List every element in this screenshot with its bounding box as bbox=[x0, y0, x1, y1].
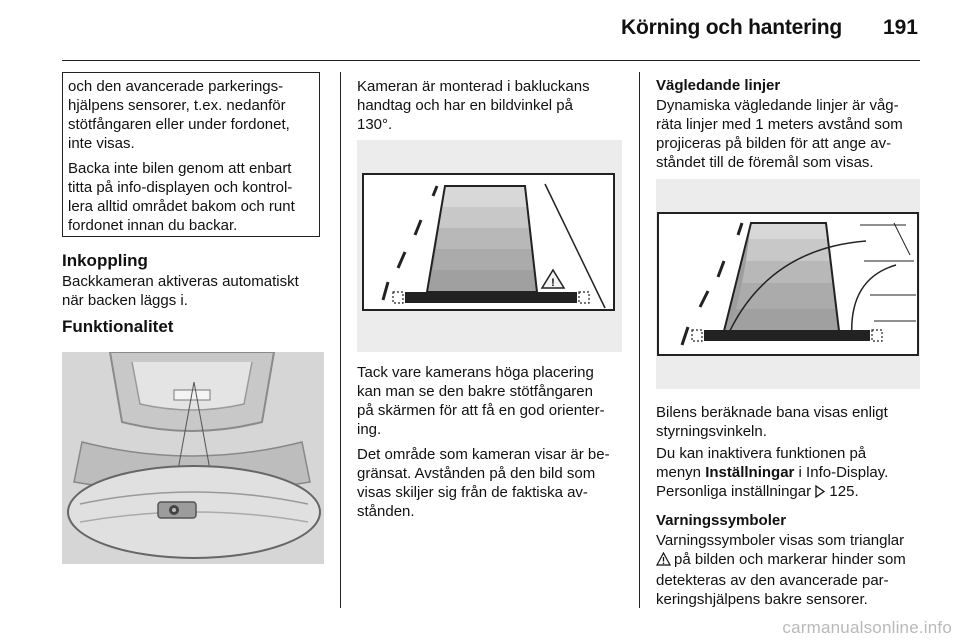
vagledande-text: Dynamiska vägledande linjer är våg- räta… bbox=[656, 97, 903, 171]
camera-mount-text: Kameran är monterad i bakluckans handtag… bbox=[357, 78, 590, 133]
camera-limit-text: Det område som kameran visar är be- grän… bbox=[357, 446, 610, 520]
varning-line-3: detekteras av den avancerade par- kering… bbox=[656, 572, 889, 608]
heading-funktionalitet: Funktionalitet bbox=[62, 317, 174, 336]
warning-triangle-icon bbox=[655, 551, 672, 571]
column-divider-1 bbox=[340, 72, 341, 608]
camera-view-illustration: ! bbox=[357, 140, 622, 352]
heading-inkoppling: Inkoppling bbox=[62, 251, 148, 270]
deactivate-line-3: Personliga inställningar 125. bbox=[656, 482, 936, 503]
chapter-title: Körning och hantering bbox=[621, 16, 842, 39]
deactivate-line-2-a: menyn bbox=[656, 464, 706, 481]
heading-vagledande-linjer: Vägledande linjer bbox=[656, 77, 781, 94]
ref-page-number: 125. bbox=[825, 483, 859, 500]
warning-box-text-1: och den avancerade parkerings- hjälpens … bbox=[68, 78, 290, 152]
deactivate-line-1: Du kan inaktivera funktionen på bbox=[656, 445, 867, 462]
varning-line-2: på bilden och markerar hinder som bbox=[655, 550, 941, 571]
deactivate-text: Du kan inaktivera funktionen på menyn In… bbox=[656, 444, 936, 503]
page-number: 191 bbox=[882, 16, 918, 39]
deactivate-line-2: menyn Inställningar i Info-Display. bbox=[656, 463, 936, 482]
bumper-visibility-text: Tack vare kamerans höga placering kan ma… bbox=[357, 364, 605, 438]
trajectory-text: Bilens beräknade bana visas enligt styrn… bbox=[656, 404, 888, 440]
arrow-ref-icon bbox=[815, 484, 826, 503]
varning-text: Varningssymboler visas som trianglar på … bbox=[655, 531, 941, 609]
camera-location-illustration bbox=[62, 351, 324, 564]
settings-menu-name: Inställningar bbox=[705, 464, 795, 481]
guideline-trajectory-illustration bbox=[656, 179, 920, 389]
varning-line-1: Varningssymboler visas som trianglar bbox=[656, 532, 905, 549]
deactivate-line-2-b: i Info-Display. bbox=[794, 464, 889, 481]
inkoppling-text: Backkameran aktiveras automatiskt när ba… bbox=[62, 273, 299, 309]
varning-line-2-text: på bilden och markerar hinder som bbox=[674, 551, 906, 568]
personal-settings-ref: Personliga inställningar bbox=[656, 483, 816, 500]
heading-varningssymboler: Varningssymboler bbox=[656, 512, 787, 529]
header-divider bbox=[62, 60, 920, 61]
watermark: carmanualsonline.info bbox=[782, 618, 952, 637]
warning-box-text-2: Backa inte bilen genom att enbart titta … bbox=[68, 160, 295, 234]
svg-text:!: ! bbox=[551, 277, 555, 289]
warning-box bbox=[62, 72, 320, 237]
column-divider-2 bbox=[639, 72, 640, 608]
